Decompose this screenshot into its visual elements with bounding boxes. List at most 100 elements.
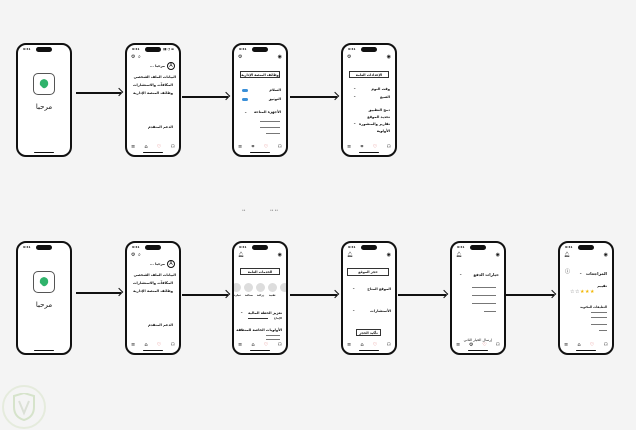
flow-arrow xyxy=(182,294,228,296)
menu-item[interactable]: البيانات الملف الشخصي xyxy=(133,273,176,277)
user-icon[interactable]: ⚇ xyxy=(495,342,500,348)
home-indicator xyxy=(34,151,54,153)
chevron-down-icon[interactable]: ⌄ xyxy=(244,109,248,114)
home-icon[interactable]: ⌂ xyxy=(251,342,255,348)
home-indicator xyxy=(143,151,163,153)
gear-icon[interactable]: ⚙ xyxy=(238,54,243,60)
bell-icon[interactable]: 🔔︎ xyxy=(238,252,245,258)
status-time: 9:41 xyxy=(565,245,573,249)
option-label[interactable]: الأستشارات xyxy=(370,309,391,313)
category-label[interactable]: صناعة xyxy=(245,294,253,297)
menu-item[interactable]: البيانات الملف الشخصي xyxy=(133,75,176,79)
chevron-down-icon[interactable]: ⌄ xyxy=(353,93,357,98)
menu-icon[interactable]: ≡ xyxy=(238,342,243,348)
menu-icon[interactable]: ≡ xyxy=(131,144,136,150)
heart-icon[interactable]: ♡ xyxy=(156,342,162,348)
menu-icon[interactable]: ≡ xyxy=(347,144,352,150)
chevron-down-icon[interactable]: ⌄ xyxy=(353,85,357,90)
chevron-down-icon[interactable]: ⌄ xyxy=(459,271,463,276)
bell-icon[interactable]: 🔔︎ xyxy=(456,252,463,258)
toggle[interactable] xyxy=(242,89,248,92)
profile-icon[interactable]: ◉ xyxy=(386,54,391,60)
confirm-button[interactable]: تأكيد الحجز xyxy=(356,329,381,336)
chevron-down-icon[interactable]: ⌄ xyxy=(352,285,356,290)
chevron-down-icon[interactable]: ⌄ xyxy=(352,307,356,312)
support-item[interactable]: الدعم المتقدم xyxy=(148,125,173,129)
menu-icon[interactable]: ≡ xyxy=(456,342,461,348)
menu-item[interactable]: وظائف المنصة الإدارية xyxy=(133,91,173,95)
profile-icon[interactable]: ◉ xyxy=(386,252,391,258)
home-icon[interactable]: ⌂ xyxy=(144,342,148,348)
avatar[interactable]: A xyxy=(167,62,175,70)
payment-footer[interactable]: إرسال الخيار الثاني xyxy=(463,338,492,342)
search-icon[interactable]: ⌕ xyxy=(138,54,141,60)
category-label[interactable]: زراعة xyxy=(257,294,265,297)
star-empty-icon[interactable]: ☆ xyxy=(574,289,580,295)
option-label[interactable]: الموقع المتاح xyxy=(367,287,391,291)
user-icon[interactable]: ⚇ xyxy=(386,144,391,150)
chevron-down-icon[interactable]: ⌄ xyxy=(240,326,244,331)
category-label[interactable]: تجارة xyxy=(234,294,241,297)
service-item[interactable]: تعزيز الخطة المالية xyxy=(248,311,282,315)
filter-icon[interactable]: ⌗ xyxy=(251,144,255,150)
support-item[interactable]: الدعم المتقدم xyxy=(148,323,173,327)
status-time: 9:41 xyxy=(132,47,140,51)
user-icon[interactable]: ⚇ xyxy=(170,342,175,348)
home-icon[interactable]: ⌂ xyxy=(360,342,364,348)
chevron-down-icon[interactable]: ⌄ xyxy=(579,270,583,275)
menu-item[interactable]: وظائف المنصة الإدارية xyxy=(133,289,173,293)
user-icon[interactable]: ⚇ xyxy=(170,144,175,150)
settings-icon[interactable]: ⚙ xyxy=(468,342,474,348)
star-filled-icon[interactable]: ★ xyxy=(579,289,585,295)
chevron-down-icon[interactable]: ⌄ xyxy=(353,120,357,125)
heart-icon[interactable]: ♡ xyxy=(589,342,595,348)
section-header: حجز الموقع xyxy=(347,268,389,276)
heart-icon[interactable]: ♡ xyxy=(372,144,378,150)
bottom-nav: ≡ ⌂ ♡ ⚇ xyxy=(238,342,282,348)
profile-icon[interactable]: ◉ xyxy=(603,252,608,258)
menu-icon[interactable]: ≡ xyxy=(564,342,569,348)
heart-icon[interactable]: ♡ xyxy=(372,342,378,348)
home-icon[interactable]: ⌂ xyxy=(144,144,148,150)
search-icon[interactable]: ⌕ xyxy=(138,252,141,258)
service-item[interactable]: الأولويات الخاصة للمنطقة xyxy=(236,328,282,332)
gear-icon[interactable]: ⚙ xyxy=(347,54,352,60)
gear-icon[interactable]: ⚙ xyxy=(131,252,136,258)
bell-icon[interactable]: 🔔︎ xyxy=(564,252,571,258)
bell-icon[interactable]: 🔔︎ xyxy=(347,252,354,258)
profile-icon[interactable]: ◉ xyxy=(495,252,500,258)
heart-icon[interactable]: ♡ xyxy=(263,144,269,150)
star-filled-icon[interactable]: ★ xyxy=(584,289,590,295)
home-indicator xyxy=(359,349,379,351)
menu-icon[interactable]: ≡ xyxy=(131,342,136,348)
user-icon[interactable]: ⚇ xyxy=(277,342,282,348)
star-empty-icon[interactable]: ☆ xyxy=(570,289,575,295)
toggle[interactable] xyxy=(242,98,248,101)
profile-icon[interactable]: ◉ xyxy=(277,54,282,60)
setting-label[interactable]: الأجهزة المتاحة xyxy=(253,110,281,114)
bottom-nav: ≡ ⌂ ♡ ⚇ xyxy=(131,144,175,150)
chevron-down-icon[interactable]: ⌄ xyxy=(240,309,244,314)
star-rating[interactable]: ☆☆★★★ xyxy=(570,289,595,295)
category-label[interactable]: تقنية xyxy=(269,294,276,297)
heart-icon[interactable]: ♡ xyxy=(156,144,162,150)
setting-label: الأولوية xyxy=(376,129,390,133)
menu-icon[interactable]: ≡ xyxy=(347,342,352,348)
menu-item[interactable]: المكافآت والاستشارات xyxy=(132,83,173,87)
heart-icon[interactable]: ♡ xyxy=(482,342,487,348)
user-icon[interactable]: ⚇ xyxy=(277,144,282,150)
star-filled-icon[interactable]: ★ xyxy=(589,289,595,295)
user-icon[interactable]: ⚇ xyxy=(386,342,391,348)
filter-icon[interactable]: ⌗ xyxy=(360,144,364,150)
menu-icon[interactable]: ≡ xyxy=(238,144,243,150)
user-icon[interactable]: ⚇ xyxy=(603,342,608,348)
home-icon[interactable]: ⌂ xyxy=(577,342,581,348)
heart-icon[interactable]: ♡ xyxy=(263,342,269,348)
gear-icon[interactable]: ⚙ xyxy=(131,54,136,60)
status-time: 9:41 xyxy=(348,47,356,51)
profile-icon[interactable]: ◉ xyxy=(277,252,282,258)
menu-item[interactable]: المكافآت والاستشارات xyxy=(132,281,173,285)
notch xyxy=(361,245,377,250)
info-icon[interactable]: ⓘ xyxy=(565,269,571,275)
avatar[interactable]: A xyxy=(167,260,175,268)
